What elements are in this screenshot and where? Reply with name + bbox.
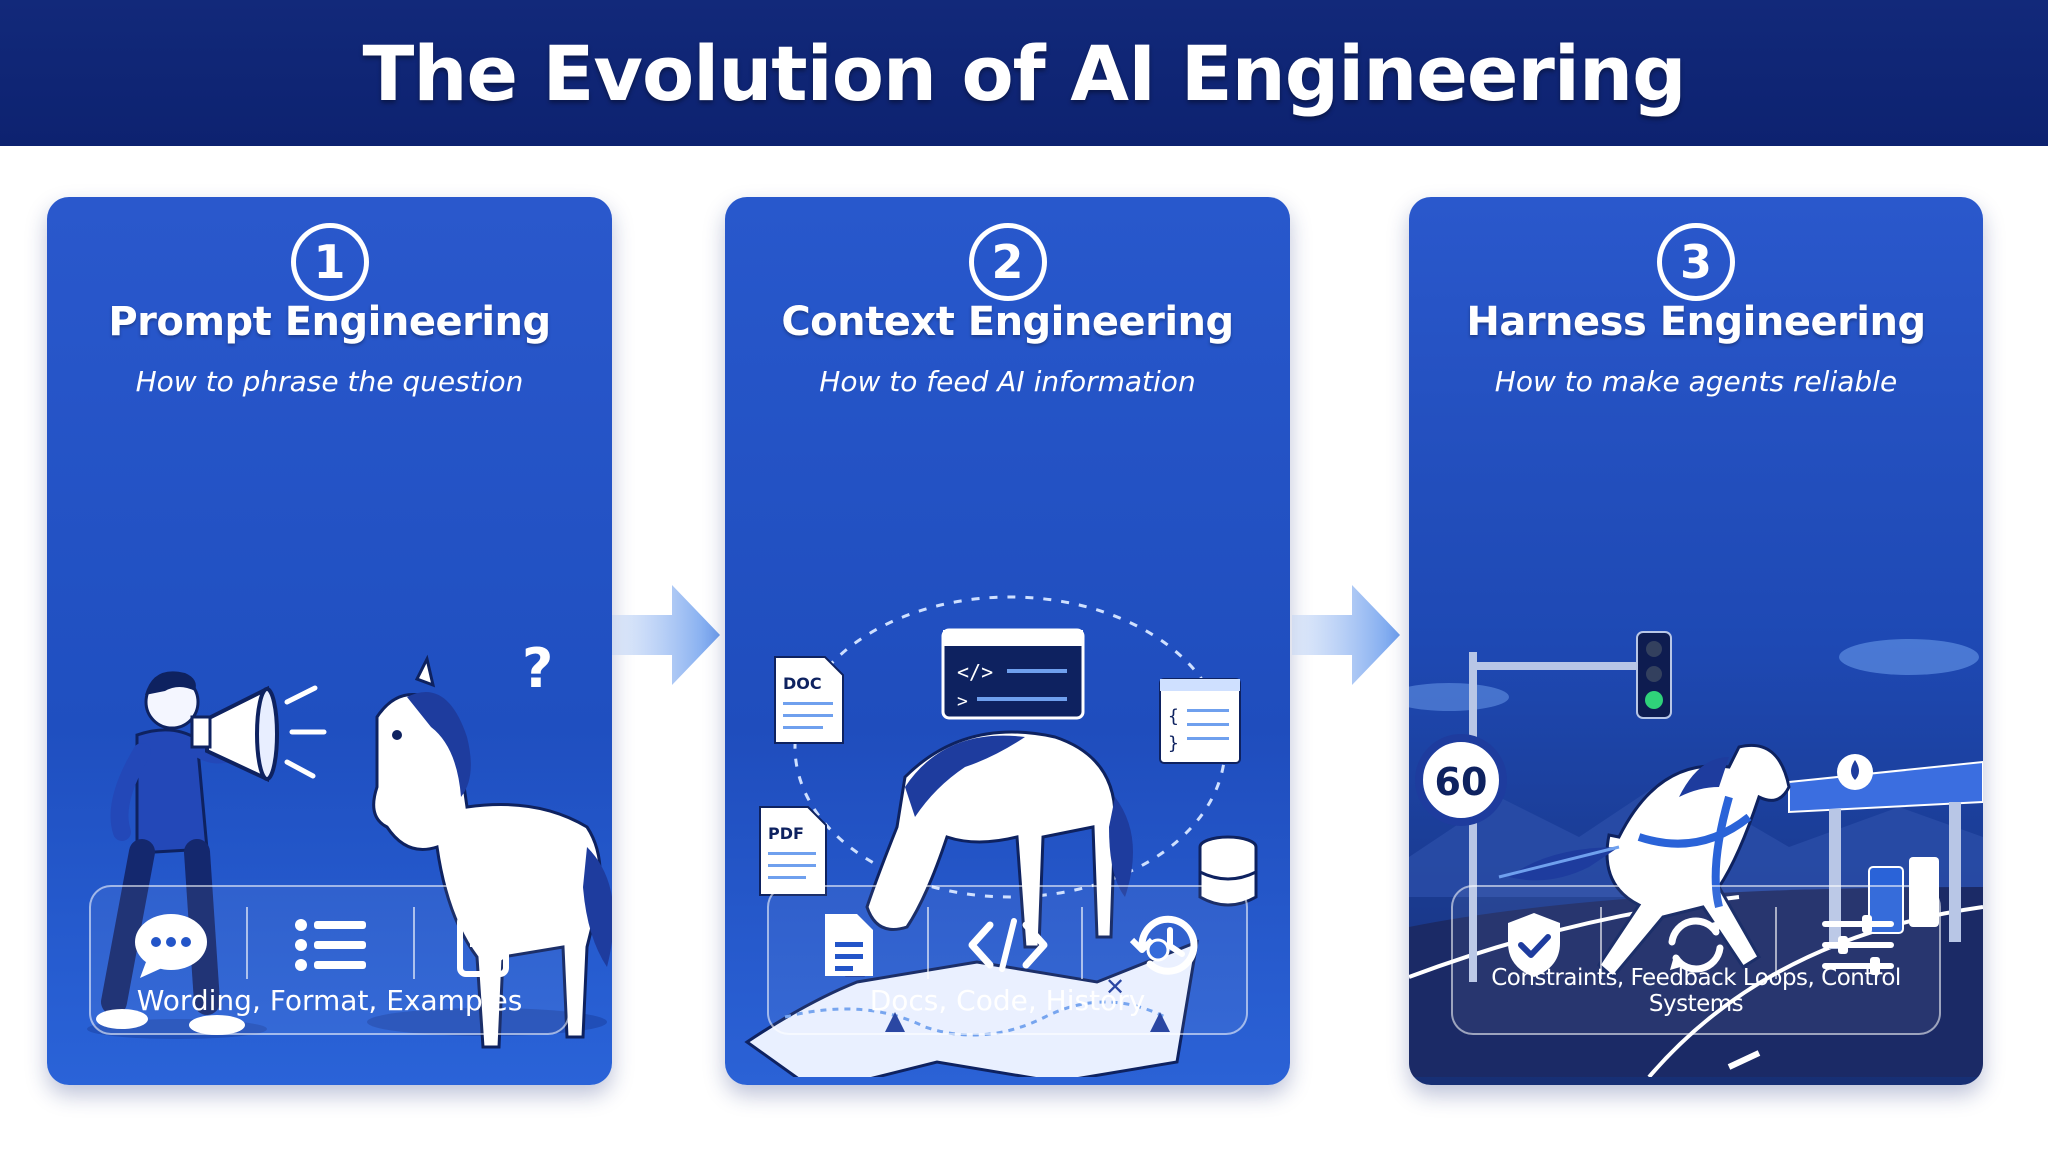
divider: [1600, 907, 1602, 979]
speed-limit-sign: 60: [1415, 734, 1507, 826]
divider: [1081, 907, 1083, 979]
page-title: The Evolution of AI Engineering: [362, 28, 1687, 118]
horse-figure: [865, 730, 1133, 949]
svg-text:✕: ✕: [1105, 973, 1125, 1001]
key-aspects-box: Constraints, Feedback Loops, Control Sys…: [1451, 885, 1941, 1035]
divider: [1775, 907, 1777, 979]
step-number-badge: 2: [968, 223, 1047, 301]
history-icon: [1117, 905, 1217, 985]
stage-title: Harness Engineering: [1466, 299, 1926, 345]
stage-card-prompt-engineering: 1 Prompt Engineering How to phrase the q…: [47, 197, 612, 1085]
speech-bubble-icon: [121, 905, 221, 985]
header-banner: The Evolution of AI Engineering: [0, 0, 2048, 146]
stage-subtitle: How to make agents reliable: [1494, 365, 1898, 398]
stage-subtitle: How to phrase the question: [135, 365, 524, 398]
json-file-icon: { }: [1159, 678, 1241, 764]
refresh-loop-icon: [1646, 905, 1746, 985]
next-stage-arrow: [1292, 585, 1400, 685]
megaphone: [190, 685, 279, 783]
svg-text:DOC: DOC: [783, 674, 822, 693]
stage-title: Prompt Engineering: [108, 299, 551, 345]
horse-figure: [372, 654, 612, 1049]
svg-text:?: ?: [522, 637, 553, 700]
svg-text:60: 60: [1435, 760, 1488, 804]
svg-text:</>: </>: [957, 660, 993, 684]
svg-text:}: }: [1168, 733, 1179, 754]
svg-text:PDF: PDF: [768, 824, 804, 843]
document-icon: [799, 905, 899, 985]
divider: [246, 907, 248, 979]
aspects-label: Docs, Code, History: [869, 984, 1146, 1017]
step-number-badge: 3: [1657, 223, 1735, 301]
step-number-badge: 1: [290, 223, 369, 301]
code-icon: [958, 905, 1058, 985]
illustration-person-megaphone-horse: ?: [87, 637, 612, 1049]
gas-station: [1788, 754, 1983, 949]
horse-figure: [1498, 743, 1791, 980]
stage-card-harness-engineering: 3 Harness Engineering How to make agents…: [1409, 197, 1983, 1085]
list-icon: [280, 905, 380, 985]
key-aspects-box: Docs, Code, History: [767, 885, 1248, 1035]
edit-note-icon: [439, 905, 539, 985]
aspects-label: Wording, Format, Examples: [136, 984, 523, 1017]
stage-card-context-engineering: 2 Context Engineering How to feed AI inf…: [725, 197, 1290, 1085]
doc-file-icon: DOC: [774, 656, 844, 744]
key-aspects-box: Wording, Format, Examples: [89, 885, 570, 1035]
shield-check-icon: [1484, 905, 1584, 985]
stage-subtitle: How to feed AI information: [819, 365, 1196, 398]
svg-text:>: >: [957, 691, 968, 712]
code-window-icon: </> >: [941, 628, 1085, 720]
pdf-file-icon: PDF: [759, 806, 827, 896]
svg-text:{: {: [1168, 706, 1179, 727]
sliders-icon: [1808, 905, 1908, 985]
aspects-label: Constraints, Feedback Loops, Control Sys…: [1491, 965, 1901, 1017]
next-stage-arrow: [612, 585, 720, 685]
stage-title: Context Engineering: [781, 299, 1234, 345]
divider: [413, 907, 415, 979]
divider: [927, 907, 929, 979]
